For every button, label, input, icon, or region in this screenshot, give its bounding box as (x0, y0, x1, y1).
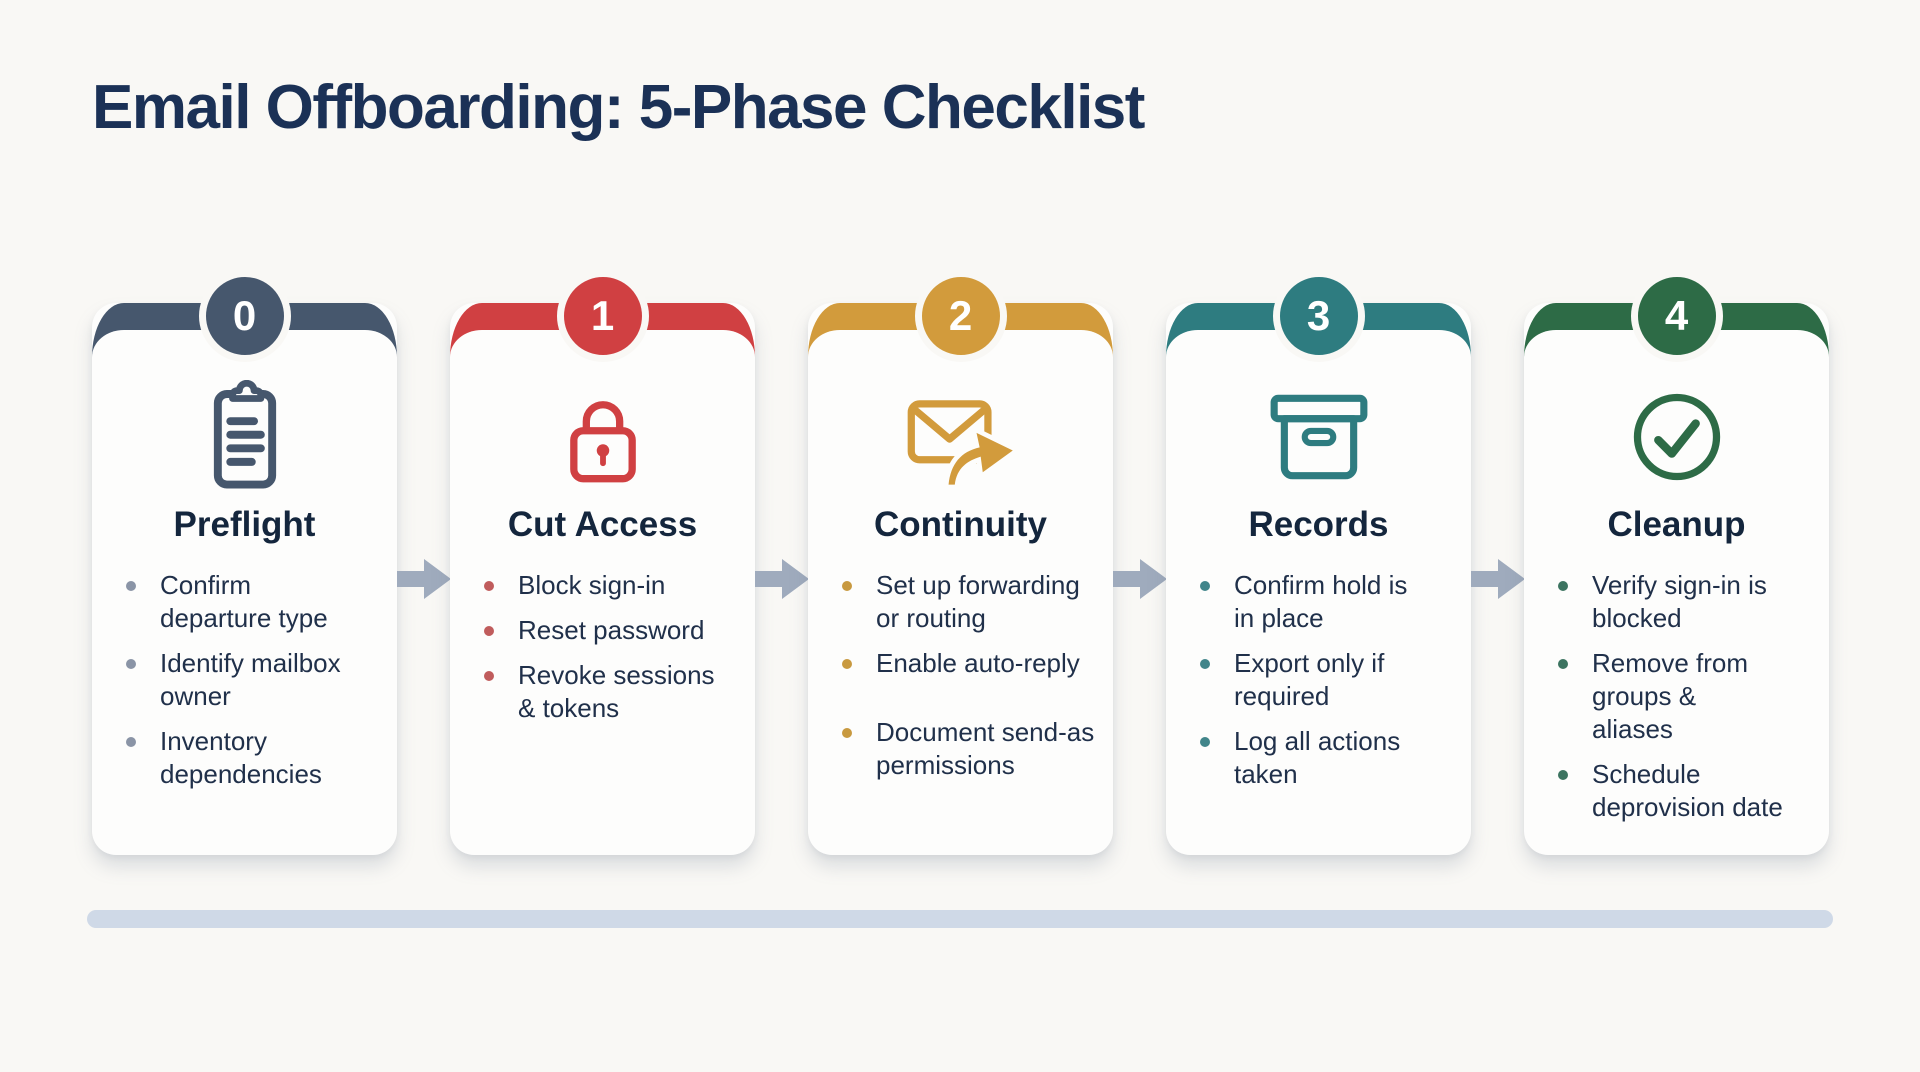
phase-number-badge: 1 (556, 270, 649, 362)
bullet-dot (484, 671, 494, 681)
checklist-item: Confirm departure type (126, 569, 379, 635)
checklist-item: Log all actions taken (1200, 725, 1453, 791)
bullet-dot (484, 581, 494, 591)
arrow-gap (1112, 303, 1167, 855)
checklist-item: Export only if required (1200, 647, 1453, 713)
clipboard-icon (213, 380, 276, 489)
check-circle-icon (1633, 393, 1720, 481)
checklist-item-text: Verify sign-in is blocked (1592, 570, 1767, 633)
phase-card-continuity: 2 Continuity Set up forwarding or routin… (808, 270, 1113, 855)
checklist-item: Reset password (484, 614, 737, 647)
right-arrow-icon (396, 559, 451, 599)
phase-number: 3 (1306, 292, 1331, 339)
checklist-item-text: Inventory dependencies (160, 726, 322, 789)
checklist-item-text: Revoke sessions & tokens (518, 660, 715, 723)
arrow-gap (754, 303, 809, 855)
bullet-dot (126, 737, 136, 747)
phase-number-badge: 4 (1630, 270, 1723, 362)
phase-number-badge: 2 (914, 270, 1007, 362)
checklist-item: Set up forwarding or routing (842, 569, 1095, 635)
icon-wrap (1166, 373, 1471, 501)
icon-wrap (808, 373, 1113, 501)
phase-title: Preflight (173, 505, 316, 544)
mail-forward-icon (907, 400, 1017, 487)
right-arrow-icon (754, 559, 809, 599)
phase-number-badge: 0 (198, 270, 291, 362)
checklist-item: Document send-as permissions (842, 716, 1095, 782)
bullet-dot (1558, 659, 1568, 669)
checklist-item-text: Confirm hold is in place (1234, 570, 1408, 633)
checklist-item: Schedule deprovision date (1558, 758, 1811, 824)
checklist-item-text: Confirm departure type (160, 570, 328, 633)
icon-wrap (450, 373, 755, 501)
phase-number: 2 (948, 292, 973, 339)
bullet-dot (1558, 581, 1568, 591)
bullet-dot (126, 659, 136, 669)
bullet-dot (842, 728, 852, 738)
phase-title: Records (1248, 505, 1389, 544)
bullet-dot (842, 581, 852, 591)
checklist-item: Revoke sessions & tokens (484, 659, 737, 725)
phase-title: Cleanup (1607, 505, 1746, 544)
checklist-item: Inventory dependencies (126, 725, 379, 791)
phase-number: 1 (590, 292, 615, 339)
checklist-item-text: Remove from groups & aliases (1592, 648, 1749, 744)
icon-wrap (1524, 373, 1829, 501)
checklist-item-text: Identify mailbox owner (160, 648, 341, 711)
phase-title: Cut Access (507, 505, 698, 544)
arrow-gap (396, 303, 451, 855)
checklist-item-text: Reset password (518, 615, 705, 645)
arrow-gap (1470, 303, 1525, 855)
phase-title: Continuity (873, 505, 1048, 544)
page-title: Email Offboarding: 5-Phase Checklist (92, 73, 1145, 142)
checklist-item: Identify mailbox owner (126, 647, 379, 713)
checklist-item-text: Block sign-in (518, 570, 666, 600)
checklist-item-text: Schedule deprovision date (1592, 759, 1783, 822)
bullet-dot (126, 581, 136, 591)
archive-box-icon (1270, 394, 1367, 480)
checklist-item-text: Log all actions taken (1234, 726, 1401, 789)
bullet-dot (1558, 770, 1568, 780)
checklist-item: Enable auto-reply (842, 647, 1095, 680)
checklist-item-text: Enable auto-reply (876, 648, 1080, 678)
bullet-dot (1200, 581, 1210, 591)
bullet-dot (1200, 737, 1210, 747)
checklist-item-text: Document send-as permissions (876, 717, 1095, 780)
lock-icon (569, 401, 636, 483)
icon-wrap (92, 373, 397, 501)
checklist-item: Confirm hold is in place (1200, 569, 1453, 635)
bullet-dot (1200, 659, 1210, 669)
bottom-divider (87, 910, 1833, 928)
checklist-item: Verify sign-in is blocked (1558, 569, 1811, 635)
bullet-dot (842, 659, 852, 669)
phase-number: 0 (232, 292, 257, 339)
checklist-item-text: Set up forwarding or routing (876, 570, 1080, 633)
right-arrow-icon (1470, 559, 1525, 599)
checklist-item: Block sign-in (484, 569, 737, 602)
right-arrow-icon (1112, 559, 1167, 599)
checklist-item-text: Export only if required (1234, 648, 1385, 711)
bullet-dot (484, 626, 494, 636)
phase-number-badge: 3 (1272, 270, 1365, 362)
checklist-item: Remove from groups & aliases (1558, 647, 1811, 746)
phase-number: 4 (1664, 292, 1689, 339)
